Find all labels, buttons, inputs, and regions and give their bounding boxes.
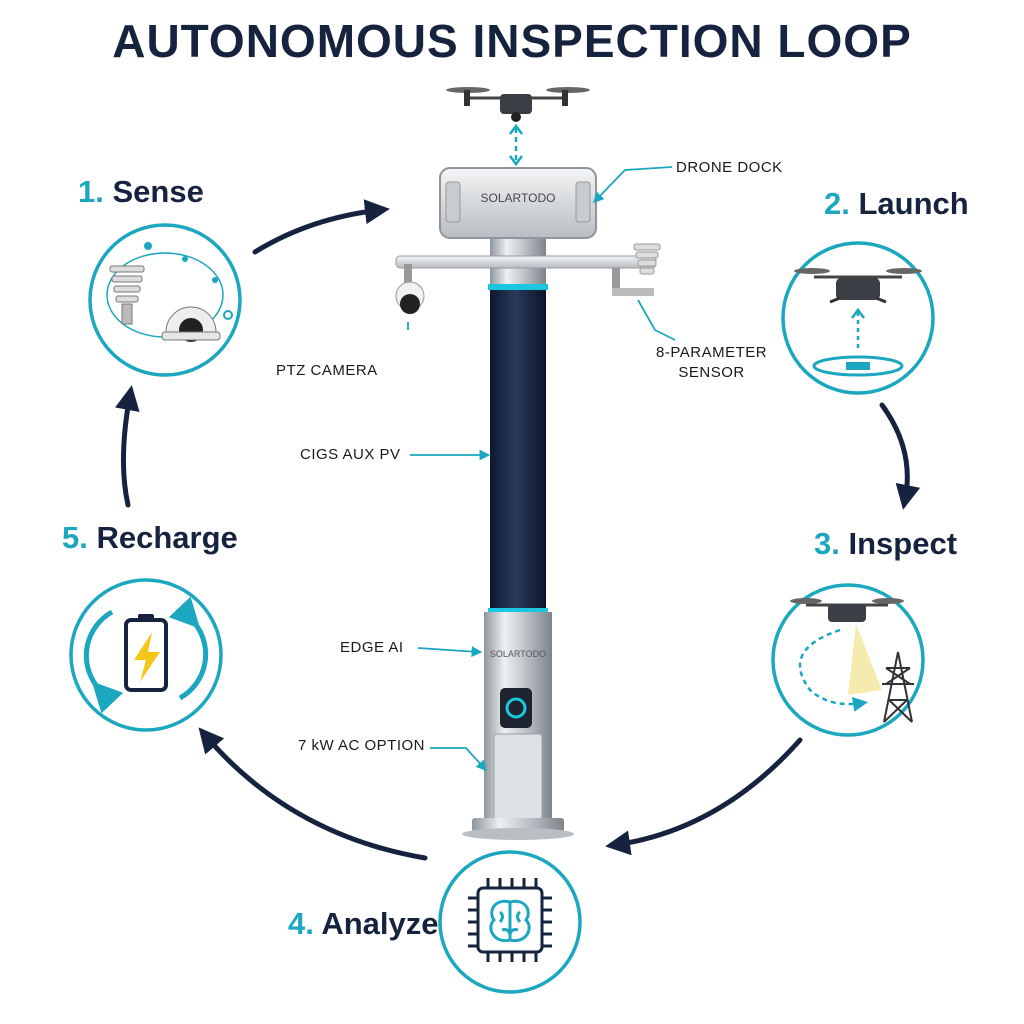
cigs-pv-band xyxy=(490,288,546,612)
weather-sensor-icon xyxy=(633,243,661,275)
callout-edge-ai: EDGE AI xyxy=(340,639,404,656)
callout-ptz-camera: PTZ CAMERA xyxy=(276,362,378,379)
dock-drone-icon xyxy=(446,87,590,122)
step-label-launch: 2. Launch xyxy=(824,186,969,221)
brain-icon xyxy=(489,899,531,943)
callout-cigs: CIGS AUX PV xyxy=(300,446,401,463)
camera-icon xyxy=(161,306,221,342)
arrow-sense-to-dock xyxy=(252,199,390,255)
step-label-analyze: 4. Analyze xyxy=(288,906,439,941)
step-label-sense: 1. Sense xyxy=(78,174,204,209)
arrow-launch-to-inspect xyxy=(879,402,921,510)
launch-drone-icon xyxy=(794,268,922,304)
loop-arrows xyxy=(114,199,921,861)
chip-icon xyxy=(468,878,552,962)
sensor-arm xyxy=(395,243,661,314)
page-title: AUTONOMOUS INSPECTION LOOP xyxy=(112,15,912,67)
step-label-inspect: 3. Inspect xyxy=(814,526,958,561)
step-circle-inspect xyxy=(771,583,925,737)
step-circle-analyze xyxy=(438,850,582,994)
arrow-recharge-to-sense xyxy=(114,385,140,508)
callout-ac-option: 7 kW AC OPTION xyxy=(298,737,426,754)
callout-sensor: 8-PARAMETER SENSOR xyxy=(656,343,767,383)
step-circle-recharge xyxy=(69,578,223,732)
callout-sensor-line2: SENSOR xyxy=(678,364,745,381)
step-circle-sense xyxy=(88,223,242,377)
arrow-inspect-to-analyze xyxy=(605,737,803,856)
step-circle-launch xyxy=(781,241,935,395)
power-tower-icon xyxy=(882,651,914,723)
step-label-recharge: 5. Recharge xyxy=(62,520,238,555)
callout-sensor-line1: 8-PARAMETER xyxy=(656,344,768,361)
callout-drone-dock: DRONE DOCK xyxy=(676,159,783,176)
sensor-icon xyxy=(109,265,145,325)
dock-brand-label: SOLARTODO xyxy=(481,191,556,205)
pole-brand-label: SOLARTODO xyxy=(490,649,546,659)
solar-pole xyxy=(462,228,574,840)
edge-ai-module xyxy=(500,688,532,728)
arrow-analyze-to-recharge xyxy=(198,727,428,861)
inspect-drone-icon xyxy=(790,598,904,622)
lightning-bolt-icon xyxy=(134,632,160,682)
callout-lines xyxy=(407,166,676,772)
